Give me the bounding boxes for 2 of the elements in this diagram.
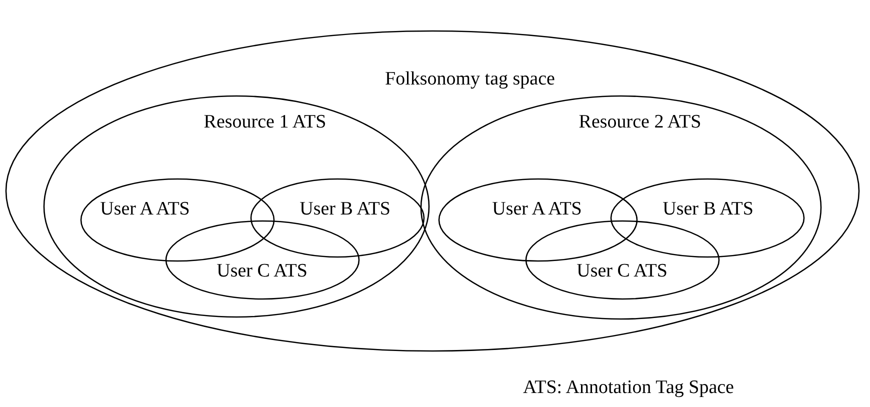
set-title: Folksonomy tag space [383, 70, 557, 90]
footnote: ATS: Annotation Tag Space [523, 377, 734, 399]
